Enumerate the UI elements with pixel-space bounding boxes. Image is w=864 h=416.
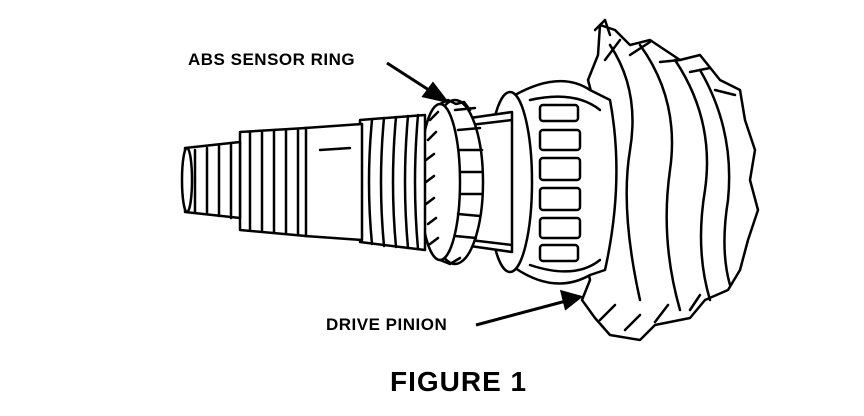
drive-pinion-label: DRIVE PINION	[326, 315, 448, 334]
abs-sensor-ring	[418, 98, 485, 266]
abs-sensor-ring-label: ABS SENSOR RING	[188, 50, 356, 69]
pinion-splines	[238, 126, 308, 238]
figure-caption: FIGURE 1	[390, 366, 528, 397]
pinion-shaft-end	[180, 140, 242, 220]
pinion-threads	[358, 113, 427, 252]
pinion-shaft	[303, 122, 364, 242]
drive-pinion-arrow	[475, 289, 584, 327]
abs-sensor-ring-arrow	[386, 61, 450, 104]
pinion-gear-head	[580, 18, 760, 342]
